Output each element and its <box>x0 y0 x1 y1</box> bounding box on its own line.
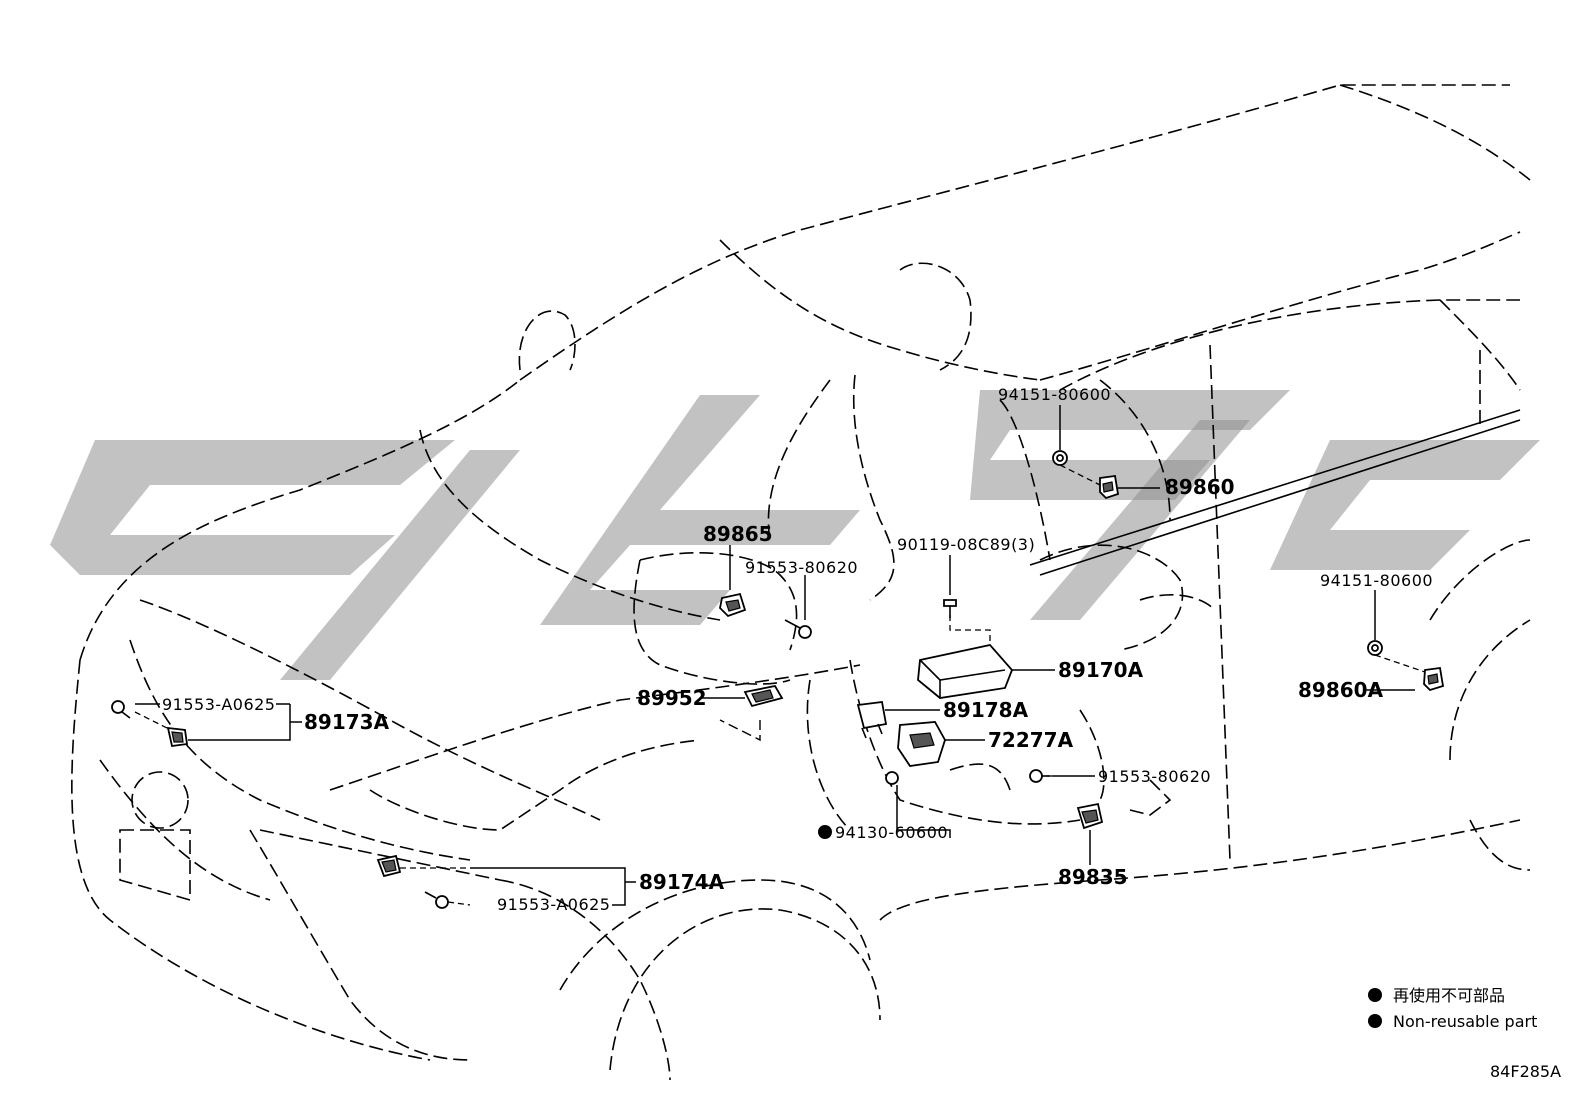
bracket-icon-72277a <box>897 721 946 767</box>
sensor-icon-89173a <box>166 726 189 748</box>
diagram-code: 84F285A <box>1490 1062 1561 1081</box>
part-number-89174a[interactable]: 89174A <box>639 870 725 894</box>
part-number-89835[interactable]: 89835 <box>1058 865 1128 889</box>
part-number-94151-80600-upper[interactable]: 94151-80600 <box>998 385 1111 404</box>
part-number-91553-a0625-lower[interactable]: 91553-A0625 <box>497 895 610 914</box>
ecu-icon-89170a <box>917 644 1014 699</box>
vehicle-outline <box>71 84 1531 1081</box>
nut-icon-94130 <box>885 771 899 785</box>
bolt-icon-90119 <box>943 599 957 618</box>
part-shapes <box>111 450 1445 909</box>
part-number-89860a[interactable]: 89860A <box>1298 678 1384 702</box>
part-number-91553-80620-lower[interactable]: 91553-80620 <box>1098 767 1211 786</box>
bolt-icon-91553-a <box>784 619 812 639</box>
watermark-logo <box>50 390 1540 680</box>
nut-icon-94151-a <box>1052 450 1068 466</box>
sensor-icon-89835 <box>1076 802 1104 830</box>
legend-item-jp: 再使用不可部品 <box>1393 986 1505 1005</box>
part-number-89170a[interactable]: 89170A <box>1058 658 1144 682</box>
sensor-icon-89860a <box>1423 666 1445 692</box>
switch-icon-89178a <box>856 701 888 739</box>
legend-item-en: Non-reusable part <box>1393 1012 1537 1031</box>
legend-bullet-1 <box>1368 988 1382 1002</box>
part-number-94151-80600-right[interactable]: 94151-80600 <box>1320 571 1433 590</box>
part-number-89952[interactable]: 89952 <box>637 686 707 710</box>
part-number-72277a[interactable]: 72277A <box>988 728 1074 752</box>
part-number-90119-08c89[interactable]: 90119-08C89(3) <box>897 535 1035 554</box>
part-number-91553-80620-upper[interactable]: 91553-80620 <box>745 558 858 577</box>
bolt-icon-91553-a0625-a <box>111 700 131 719</box>
part-number-94130-60600[interactable]: 94130-60600 <box>835 823 948 842</box>
part-number-91553-a0625-upper[interactable]: 91553-A0625 <box>162 695 275 714</box>
bolt-icon-91553-b <box>1029 769 1050 783</box>
part-number-89173a[interactable]: 89173A <box>304 710 390 734</box>
part-number-89860[interactable]: 89860 <box>1165 475 1235 499</box>
non-reusable-marker-94130 <box>818 825 832 839</box>
nut-icon-94151-b <box>1367 640 1383 656</box>
part-labels: 94151-80600 89860 89865 90119-08C89(3) 9… <box>162 385 1433 914</box>
bolt-icon-91553-a0625-b <box>424 891 449 909</box>
part-number-89865[interactable]: 89865 <box>703 522 773 546</box>
leader-lines <box>134 405 1426 906</box>
sensor-icon-89860 <box>1099 474 1120 500</box>
sensor-icon-89952 <box>743 684 784 708</box>
part-number-89178a[interactable]: 89178A <box>943 698 1029 722</box>
sensor-icon-89865 <box>719 592 747 618</box>
legend-bullet-2 <box>1368 1014 1382 1028</box>
legend: 再使用不可部品 Non-reusable part <box>1368 986 1537 1031</box>
sensor-icon-89174a <box>376 854 402 878</box>
